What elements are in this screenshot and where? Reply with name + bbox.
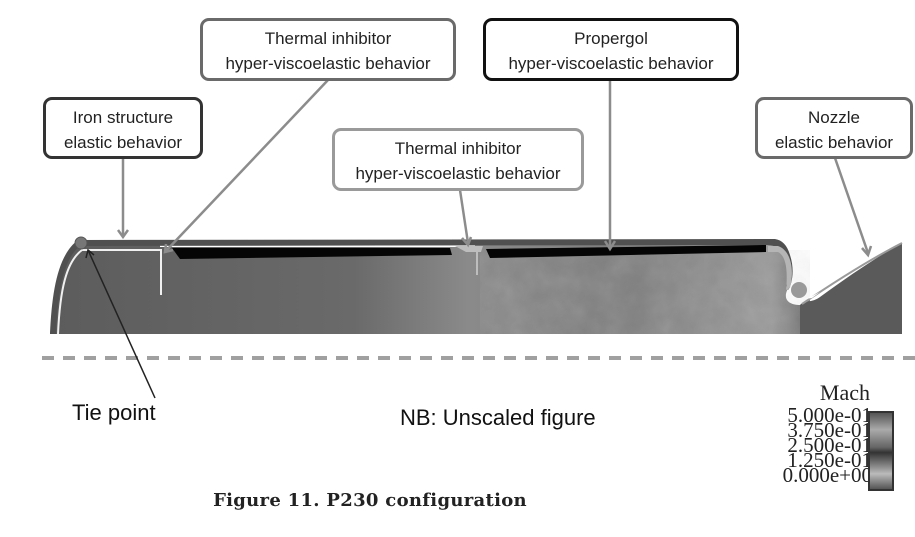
legend-color-bar [868, 411, 894, 491]
leader-thermal-inhibitor-1 [164, 79, 329, 253]
callout-line2: elastic behavior [63, 133, 183, 152]
nozzle-body [800, 243, 902, 334]
figure-caption: Figure 11. P230 configuration [213, 490, 527, 511]
tie-point-label: Tie point [72, 400, 156, 425]
legend-tick-labels: 5.000e-01 3.750e-01 2.500e-01 1.250e-01 … [740, 403, 872, 487]
nozzle-throat-seal [791, 282, 807, 298]
arrowhead-propergol [603, 240, 617, 252]
tie-point-marker [74, 236, 88, 250]
leader-thermal-inhibitor-2 [458, 189, 470, 244]
flow-texture [480, 250, 810, 334]
legend-title: Mach [819, 380, 870, 405]
propergol-grain-1 [172, 248, 452, 259]
callout-line2: hyper-viscoelastic behavior [225, 54, 431, 73]
arrowhead-thermal-inhibitor-2 [461, 236, 473, 248]
callout-line1: Thermal inhibitor [264, 29, 392, 48]
callout-iron-structure: Iron structure elastic behavior [43, 97, 203, 159]
callout-line2: hyper-viscoelastic behavior [355, 164, 561, 183]
callout-propergol: Propergol hyper-viscoelastic behavior [483, 18, 739, 81]
callout-line1: Nozzle [808, 108, 860, 127]
arrowhead-tie-point [85, 248, 95, 259]
arrowhead-iron-structure [116, 229, 130, 240]
nozzle-gap [797, 292, 820, 300]
callout-line2: elastic behavior [774, 133, 894, 152]
leader-tie-point [87, 249, 156, 399]
callout-line2: hyper-viscoelastic behavior [508, 54, 714, 73]
callout-line1: Thermal inhibitor [394, 139, 522, 158]
arrowhead-nozzle [861, 245, 873, 258]
legend-tick: 5.000e-01 [787, 403, 872, 427]
propergol-grain-2 [486, 245, 766, 258]
thermal-inhibitor-mid [455, 246, 483, 275]
head-liner [57, 249, 162, 335]
callout-thermal-inhibitor-1: Thermal inhibitor hyper-viscoelastic beh… [200, 18, 456, 81]
legend-tick: 3.750e-01 [787, 418, 872, 442]
callout-thermal-inhibitor-2: Thermal inhibitor hyper-viscoelastic beh… [332, 128, 584, 191]
callout-line1: Propergol [574, 29, 648, 48]
leader-nozzle [833, 157, 870, 254]
thermal-inhibitor-aft [768, 246, 792, 290]
legend-tick: 0.000e+00 [782, 463, 872, 487]
legend-tick: 1.250e-01 [787, 448, 872, 472]
arrowhead-thermal-inhibitor-1 [163, 243, 174, 254]
legend-tick: 2.500e-01 [787, 433, 872, 457]
unscaled-note: NB: Unscaled figure [400, 405, 596, 430]
callout-line1: Iron structure [72, 108, 174, 127]
callout-nozzle: Nozzle elastic behavior [755, 97, 913, 159]
